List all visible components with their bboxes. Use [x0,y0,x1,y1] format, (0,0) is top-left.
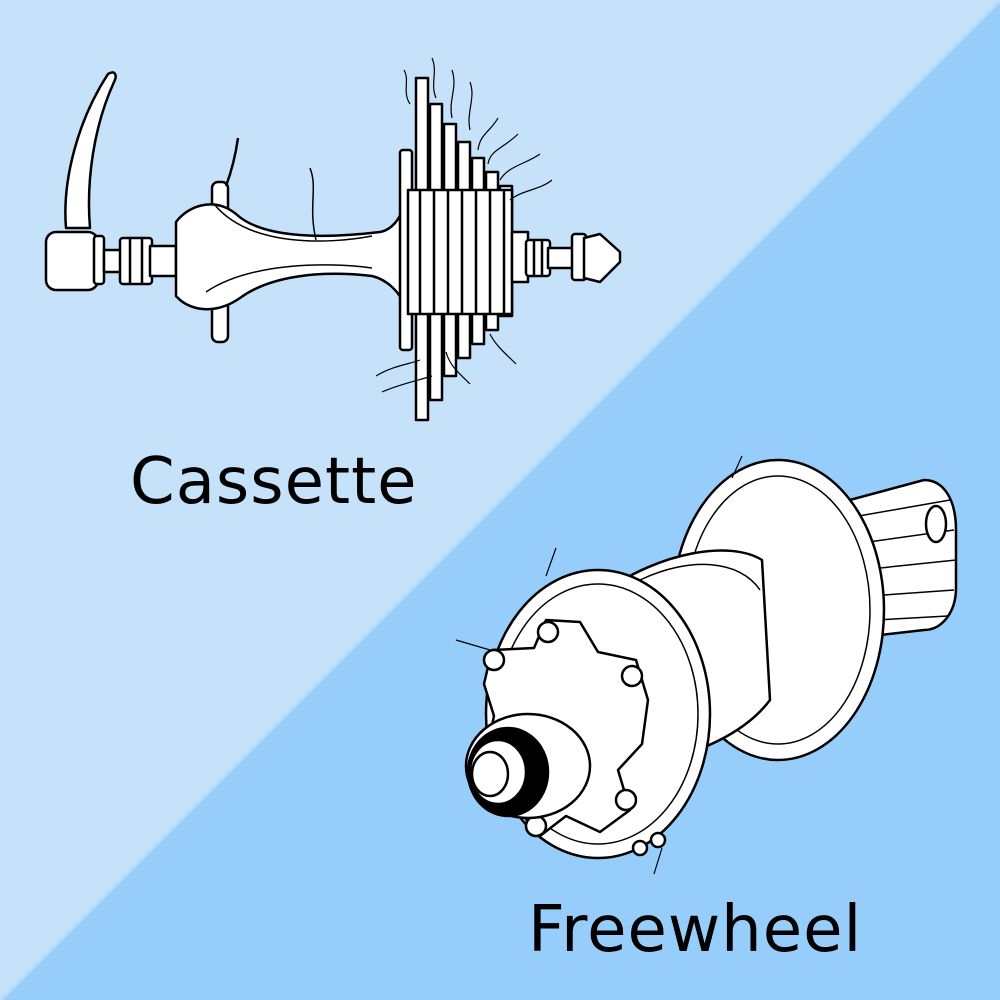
qr-cap-left-icon [44,230,100,292]
sprockets-icon [398,76,514,422]
freewheel-hub-icon [455,455,958,875]
quick-release-lever-icon [64,71,117,230]
cassette-label: Cassette [130,445,418,519]
cassette-hub-icon [44,57,622,422]
qr-nut-right-icon [582,232,622,284]
freewheel-label: Freewheel [528,893,863,967]
